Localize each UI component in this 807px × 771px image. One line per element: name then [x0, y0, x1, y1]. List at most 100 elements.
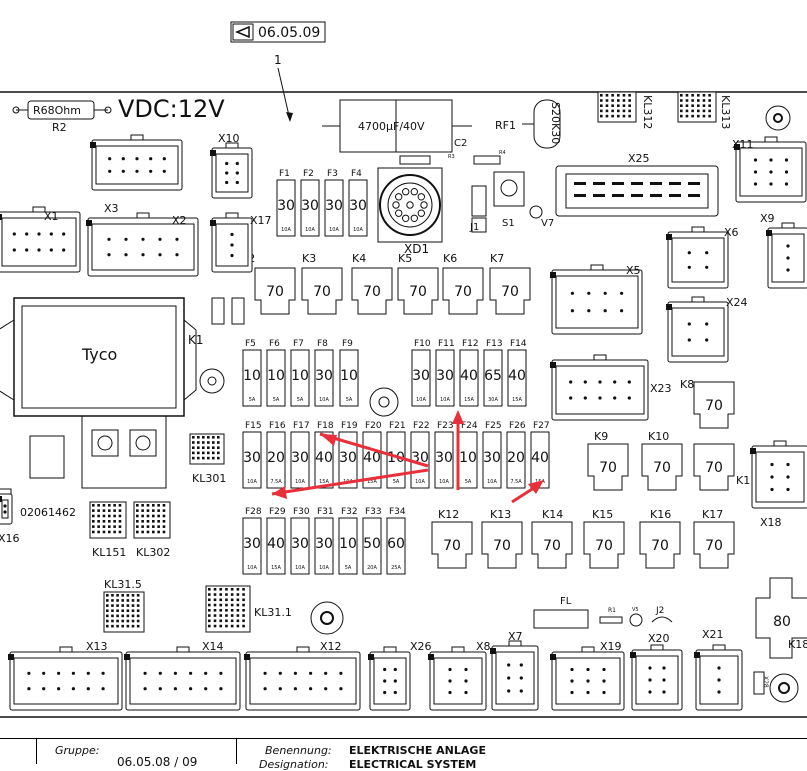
fuse-id-label: F4	[351, 169, 362, 179]
fuse-id-label: F6	[269, 339, 280, 349]
fuse-id-label: F21	[389, 421, 406, 431]
connector-x8: X8	[428, 640, 491, 711]
benennung-label: Benennung:	[265, 744, 332, 757]
fuse-rating-label: 5A	[273, 397, 280, 403]
fuse-rating-label: 10A	[329, 227, 339, 233]
fuse-rating-label: 7.5A	[270, 479, 282, 485]
relay-id-label: K7	[490, 252, 504, 265]
fuse-value-label: 30	[291, 536, 309, 552]
fuse-id-label: F15	[245, 421, 262, 431]
fuse-rating-label: 10A	[247, 565, 257, 571]
resistor-r2: R68Ohm R2	[12, 100, 112, 134]
fuse-id-label: F9	[342, 339, 353, 349]
fuse-rating-label: 5A	[393, 479, 400, 485]
fuse-value-label: 10	[339, 536, 357, 552]
connector-label: X24	[726, 296, 748, 309]
fuse-value-label: 40	[508, 368, 526, 384]
fuse-id-label: F10	[414, 339, 431, 349]
connector-x5: X5	[550, 264, 643, 335]
connector-x14: X14	[124, 640, 241, 711]
benennung-cell: Benennung: ELEKTRISCHE ANLAGE Designatio…	[236, 739, 807, 771]
fuse-rating-label: 25A	[391, 565, 401, 571]
connector-x7: X7	[490, 630, 539, 711]
fuse-value-label: 60	[387, 536, 405, 552]
fuse-value-label: 10	[340, 368, 358, 384]
relay-value: 70	[501, 284, 519, 300]
fuse-id-label: F3	[327, 169, 338, 179]
fuse-id-label: F20	[365, 421, 382, 431]
svg-text:XD1: XD1	[404, 242, 429, 256]
relay-value: 70	[705, 398, 723, 414]
fuse-value-label: 40	[531, 450, 549, 466]
fuse-value-label: 40	[363, 450, 381, 466]
fuse-value-label: 40	[460, 368, 478, 384]
fuse-value-label: 10	[459, 450, 477, 466]
arrow-to-f29	[271, 468, 429, 496]
relay-value: 70	[313, 284, 331, 300]
fuse-value-label: 30	[291, 450, 309, 466]
fuse-rating-label: 10A	[295, 565, 305, 571]
relay-id-label: K5	[398, 252, 412, 265]
relay-value: 70	[705, 538, 723, 554]
highlight-arrows	[271, 416, 541, 504]
terminal-label: KL302	[136, 546, 170, 559]
varistor-rf1: S20K30 RF1	[495, 99, 562, 149]
fuse-value-label: 65	[484, 368, 502, 384]
fuse-id-label: F32	[341, 507, 358, 517]
connector-x11: X11	[732, 136, 807, 203]
relay-id-label: K10	[648, 430, 669, 443]
svg-text:R4: R4	[499, 150, 506, 156]
callout-number: 1	[274, 53, 282, 67]
terminal-kl151: KL151	[89, 501, 127, 559]
connector-x1: X1	[0, 206, 81, 273]
fuse-rating-label: 15A	[512, 397, 522, 403]
page-ref-text: 06.05.09	[258, 25, 320, 41]
terminal-kl31-1: KL31.1	[205, 585, 292, 633]
gruppe-cell: Gruppe: 06.05.08 / 09	[36, 739, 237, 769]
relay-value: 70	[705, 460, 723, 476]
connector-label: X17	[250, 214, 272, 227]
fuse-value-label: 30	[243, 450, 261, 466]
mount-holes	[310, 105, 799, 703]
fuse-value-label: 30	[435, 450, 453, 466]
fuse-id-label: F24	[461, 421, 478, 431]
connector-label: X14	[202, 640, 224, 653]
relay-k2: 70K2	[241, 252, 296, 315]
relay-id-label: K6	[443, 252, 457, 265]
fuse-id-label: F26	[509, 421, 526, 431]
connector-label: X7	[508, 630, 523, 643]
relay-id-label: K18	[788, 638, 807, 651]
connector-label: X18	[760, 516, 782, 529]
fuse-id-label: F28	[245, 507, 262, 517]
capacitor-c2: 4700μF/40V C2	[322, 99, 472, 153]
terminal-label: KL31.5	[104, 578, 142, 591]
connector-xd1: XD1	[377, 167, 443, 256]
fuse-id-label: F8	[317, 339, 328, 349]
fuse-f27: F274015A	[530, 421, 550, 489]
part-number: 02061462	[20, 506, 76, 519]
fuse-id-label: F33	[365, 507, 382, 517]
fuse-value-label: 30	[315, 368, 333, 384]
terminal-label: KL31.1	[254, 606, 292, 619]
benennung-value: ELEKTRISCHE ANLAGE	[349, 744, 486, 757]
connector-label: X13	[86, 640, 108, 653]
connector-label: X5	[626, 264, 641, 277]
fuse-rating-label: 10A	[281, 227, 291, 233]
connector-label: X2	[172, 214, 187, 227]
